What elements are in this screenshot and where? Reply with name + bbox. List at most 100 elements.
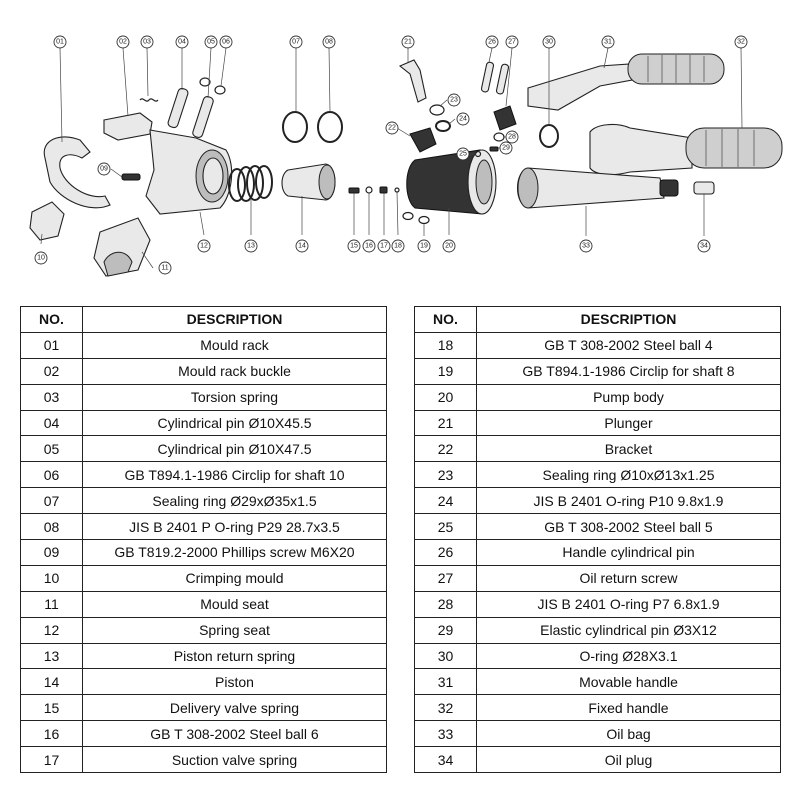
callout-12: 12 <box>197 239 211 253</box>
suction-valve-spring-drawing <box>379 186 388 194</box>
part-number: 23 <box>414 461 477 489</box>
pump-body-drawing <box>406 149 483 215</box>
oil-bag-drawing <box>516 167 665 209</box>
part-description: GB T894.1-1986 Circlip for shaft 8 <box>476 357 781 385</box>
part-description: Fixed handle <box>476 694 781 722</box>
callout-20-label: 20 <box>445 243 453 250</box>
crimping-mould-drawing <box>29 201 65 241</box>
callout-10: 10 <box>34 251 48 265</box>
callout-30-label: 30 <box>545 39 553 46</box>
callout-26-label: 26 <box>488 39 496 46</box>
part-description: GB T819.2-2000 Phillips screw M6X20 <box>82 539 387 566</box>
callout-15-label: 15 <box>350 243 358 250</box>
steel-ball-4-drawing <box>394 187 400 193</box>
circlip-19b-drawing <box>418 215 430 225</box>
callout-21: 21 <box>401 35 415 49</box>
callout-07-label: 07 <box>292 39 300 46</box>
callout-23-label: 23 <box>450 97 458 104</box>
part-number: 31 <box>414 668 477 696</box>
circlip-19-drawing <box>402 211 414 221</box>
part-number: 06 <box>20 461 83 489</box>
part-number: 24 <box>414 487 477 515</box>
part-description: Mould rack buckle <box>82 357 387 385</box>
table-header-row: NO. DESCRIPTION <box>20 306 387 333</box>
part-description: Torsion spring <box>82 383 387 411</box>
column-header-no: NO. <box>20 306 83 333</box>
part-description: Cylindrical pin Ø10X45.5 <box>82 409 387 437</box>
callout-27-label: 27 <box>508 39 516 46</box>
oil-bag-end <box>517 167 539 209</box>
part-description: O-ring Ø28X3.1 <box>476 642 781 670</box>
part-number: 01 <box>20 331 83 359</box>
circlip-06b-drawing <box>199 77 211 87</box>
callout-20: 20 <box>442 239 456 253</box>
movable-handle-grip <box>627 53 725 85</box>
mould-rack-buckle-drawing <box>103 112 153 141</box>
part-description: Piston return spring <box>82 642 387 670</box>
part-number: 04 <box>20 409 83 437</box>
part-number: 03 <box>20 383 83 411</box>
callout-31-label: 31 <box>604 39 612 46</box>
part-number: 10 <box>20 564 83 592</box>
part-description: Pump body <box>476 383 781 411</box>
part-description: Plunger <box>476 409 781 437</box>
callout-06-label: 06 <box>222 39 230 46</box>
callout-15: 15 <box>347 239 361 253</box>
callout-18-label: 18 <box>394 243 402 250</box>
part-description: Oil plug <box>476 746 781 774</box>
oil-return-screw-drawing <box>493 105 517 131</box>
circlip-06-drawing <box>214 85 226 95</box>
callout-01-label: 01 <box>56 39 64 46</box>
callout-03: 03 <box>140 35 154 49</box>
part-description: Sealing ring Ø10xØ13x1.25 <box>476 461 781 489</box>
part-number: 16 <box>20 720 83 748</box>
table-header-row: NO. DESCRIPTION <box>414 306 781 333</box>
part-number: 32 <box>414 694 477 722</box>
part-number: 14 <box>20 668 83 696</box>
part-number: 05 <box>20 435 83 463</box>
part-number: 20 <box>414 383 477 411</box>
elastic-pin-29-drawing <box>489 146 499 152</box>
cylindrical-pin-04-drawing <box>167 87 189 129</box>
phillips-screw-drawing <box>121 173 141 181</box>
o-ring-30-drawing <box>539 124 559 148</box>
callout-04: 04 <box>175 35 189 49</box>
part-description: JIS B 2401 O-ring P7 6.8x1.9 <box>476 590 781 618</box>
column-header-no: NO. <box>414 306 477 333</box>
callout-32-label: 32 <box>737 39 745 46</box>
callout-02: 02 <box>116 35 130 49</box>
callout-31: 31 <box>601 35 615 49</box>
part-description: Oil return screw <box>476 564 781 592</box>
callout-09: 09 <box>97 162 111 176</box>
callout-13-label: 13 <box>247 243 255 250</box>
cylindrical-pin-05-drawing <box>192 95 214 139</box>
torsion-spring-drawing <box>139 98 159 102</box>
plunger-drawing <box>398 59 427 103</box>
part-description: Crimping mould <box>82 564 387 592</box>
part-description: JIS B 2401 P O-ring P29 28.7x3.5 <box>82 513 387 541</box>
part-number: 27 <box>414 564 477 592</box>
part-description: GB T 308-2002 Steel ball 5 <box>476 513 781 541</box>
part-description: JIS B 2401 O-ring P10 9.8x1.9 <box>476 487 781 515</box>
part-number: 29 <box>414 616 477 644</box>
callout-05-label: 05 <box>207 39 215 46</box>
part-description: Handle cylindrical pin <box>476 539 781 566</box>
